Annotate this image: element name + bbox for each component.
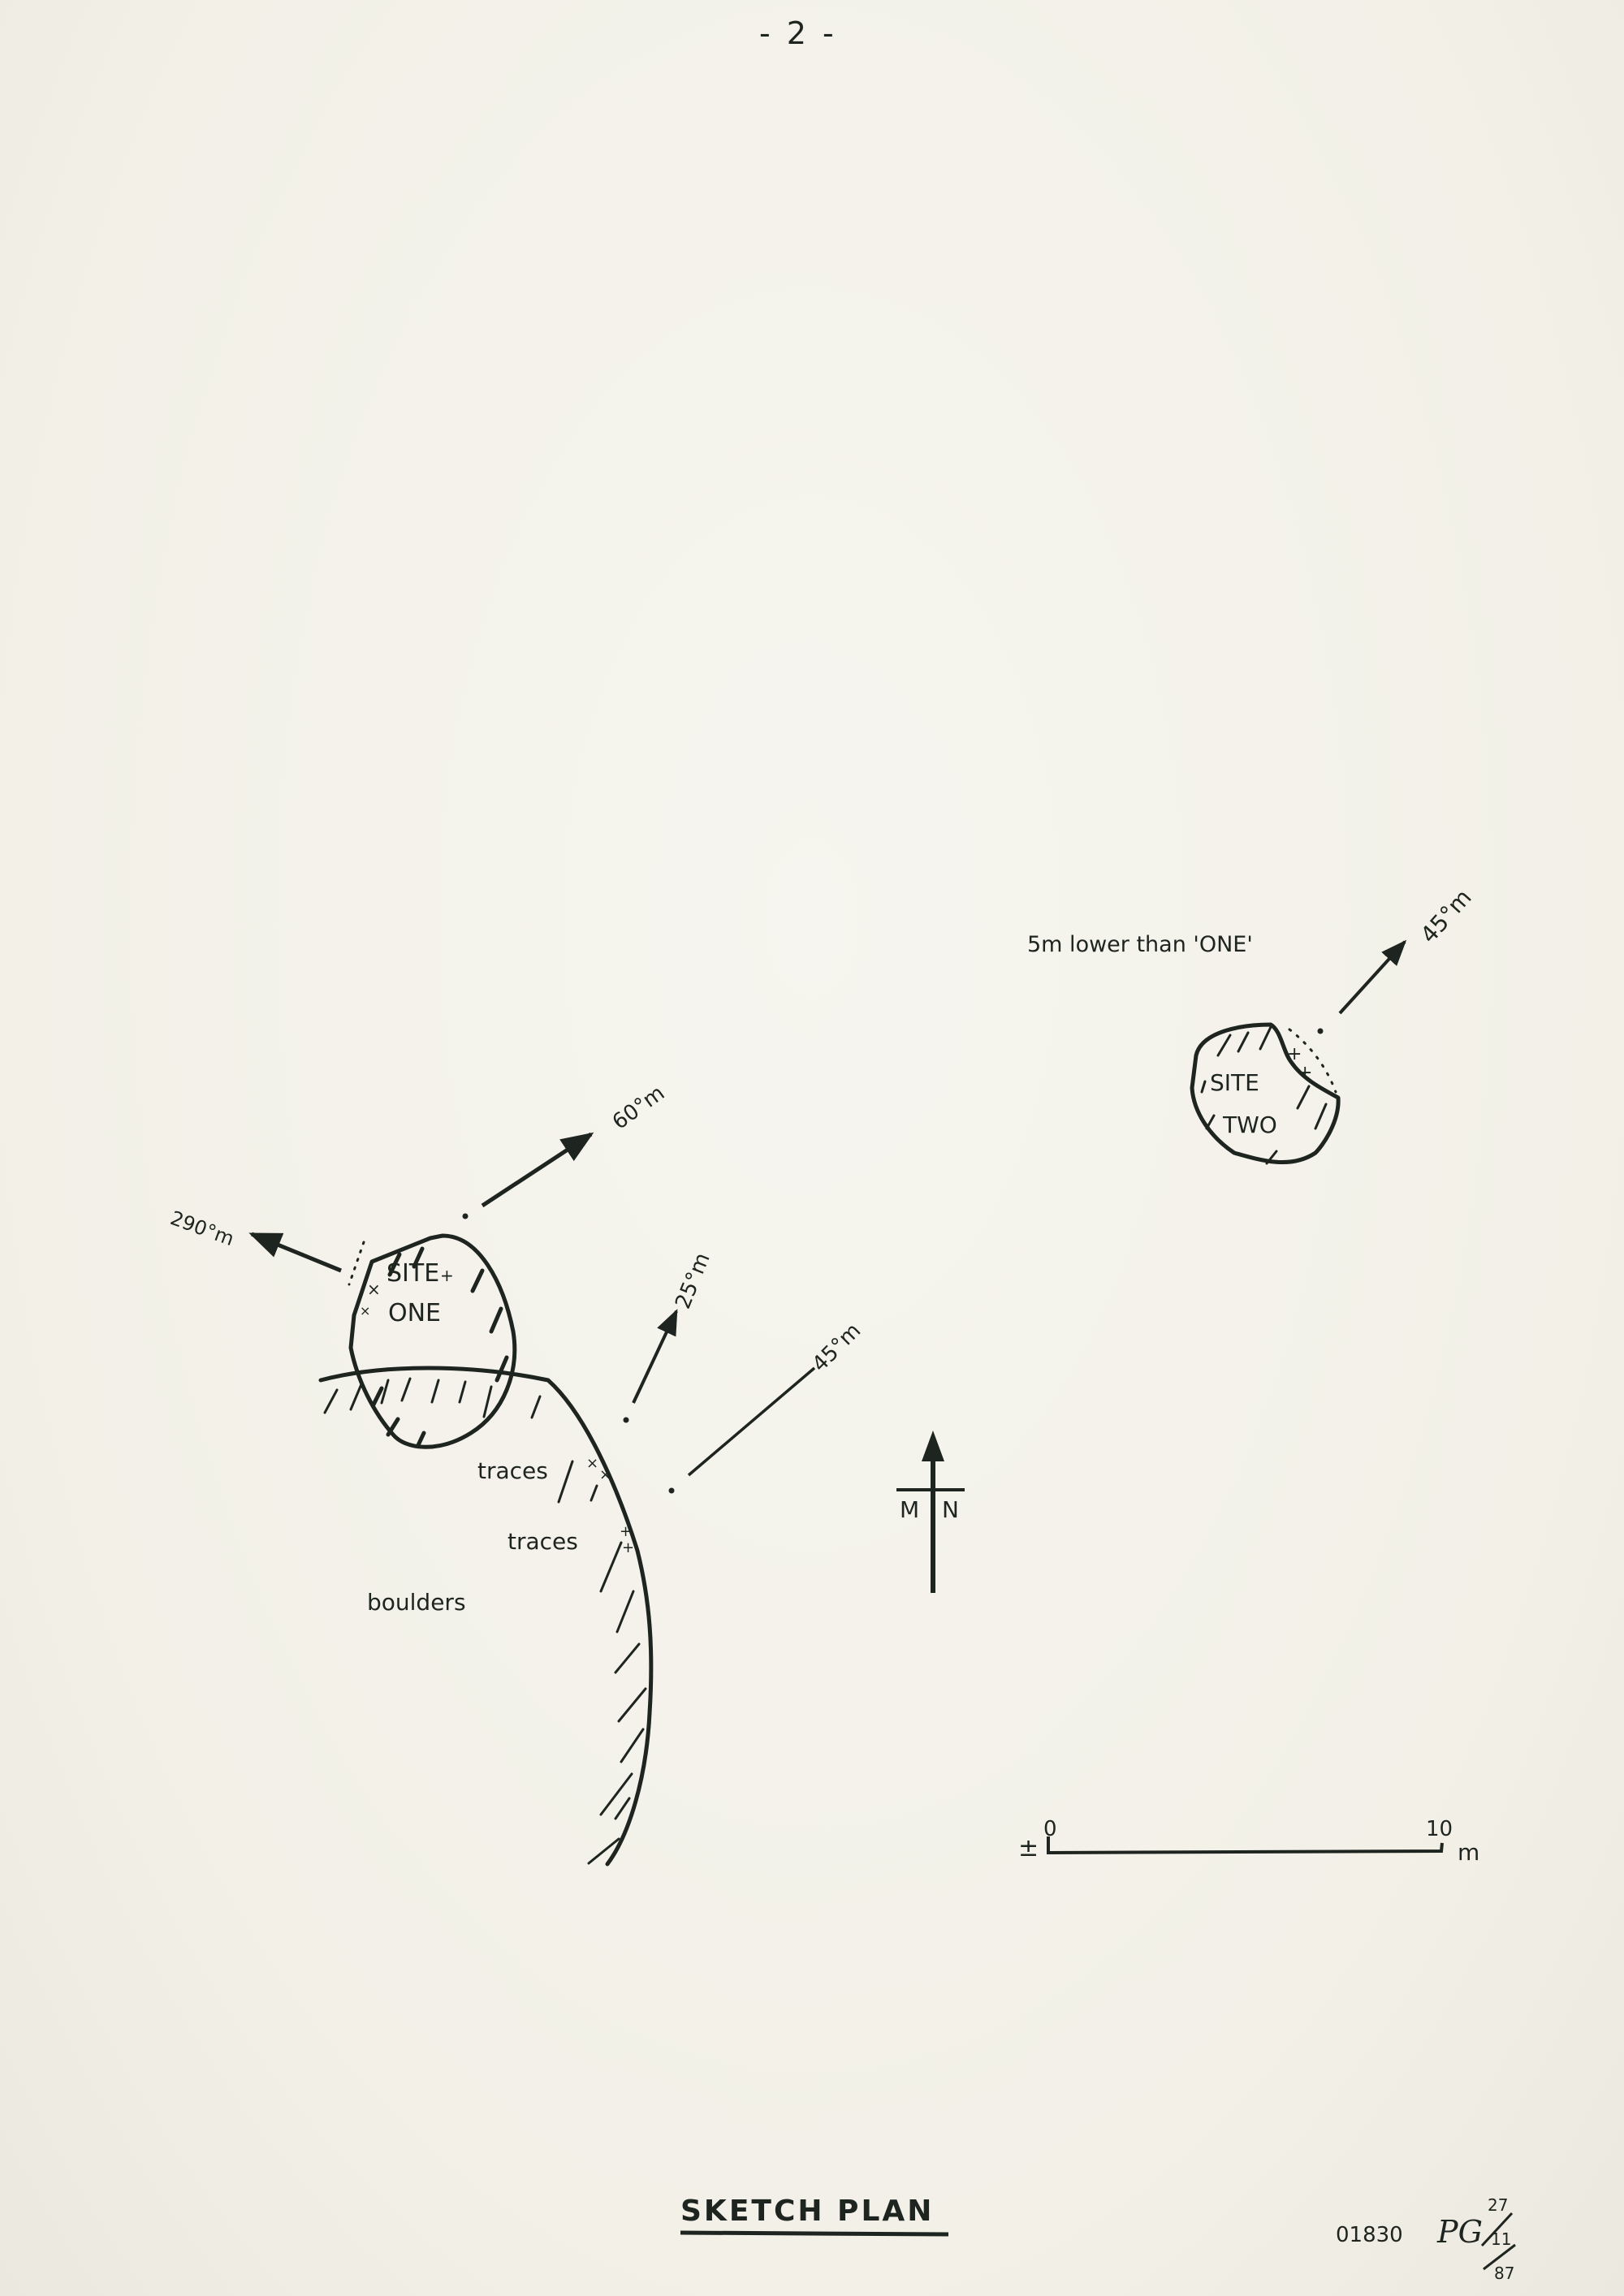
date-month: 11 (1491, 2229, 1512, 2249)
site-two-label-line1: SITE (1210, 1069, 1259, 1096)
svg-text:×: × (586, 1455, 598, 1472)
scale-prefix: ± (1018, 1834, 1039, 1862)
bearing-arrow-60 (481, 1132, 594, 1208)
site-two-outline: + + (1190, 1022, 1341, 1165)
date-year: 87 (1494, 2264, 1515, 2283)
reference-number: 01830 (1336, 2223, 1403, 2247)
scale-start-label: 0 (1043, 1817, 1057, 1841)
svg-text:×: × (367, 1280, 381, 1299)
svg-text:+: + (1298, 1063, 1312, 1083)
north-arrow-label-m: M (900, 1496, 920, 1523)
bearing-arrow-site-two-45 (1338, 939, 1407, 1015)
traces-label-2: traces (508, 1528, 578, 1555)
traces-label-1: traces (477, 1457, 548, 1484)
site-two-elevation-note: 5m lower than 'ONE' (1027, 932, 1253, 957)
scale-end-label: 10 (1426, 1817, 1453, 1841)
page-title: SKETCH PLAN (680, 2195, 935, 2228)
scale-unit-label: m (1458, 1839, 1480, 1866)
cliff-edge: × × + + (318, 1366, 654, 1867)
scale-bar (1047, 1836, 1444, 1855)
north-arrow-label-n: N (942, 1496, 959, 1523)
svg-text:+: + (622, 1539, 634, 1556)
site-one-label-line2: ONE (388, 1299, 442, 1327)
svg-text:+: + (440, 1266, 454, 1285)
bearing-line-45 (687, 1366, 816, 1477)
bearing-arrow-25 (632, 1309, 678, 1404)
svg-text:×: × (599, 1466, 611, 1483)
site-one-outline: + × × (348, 1233, 517, 1449)
title-underline (680, 2230, 949, 2237)
date-day: 27 (1488, 2195, 1509, 2215)
svg-text:×: × (360, 1303, 370, 1318)
north-arrow-icon (896, 1431, 965, 1593)
site-one-label-line1: SITE (387, 1259, 440, 1288)
svg-text:+: + (620, 1523, 632, 1540)
bearing-arrow-290 (248, 1232, 342, 1273)
site-two-label-line2: TWO (1223, 1111, 1277, 1138)
boulders-label: boulders (367, 1589, 466, 1616)
page-number: - 2 - (759, 15, 837, 51)
svg-text:+: + (1287, 1044, 1302, 1064)
initials-signature: PG (1437, 2214, 1483, 2250)
